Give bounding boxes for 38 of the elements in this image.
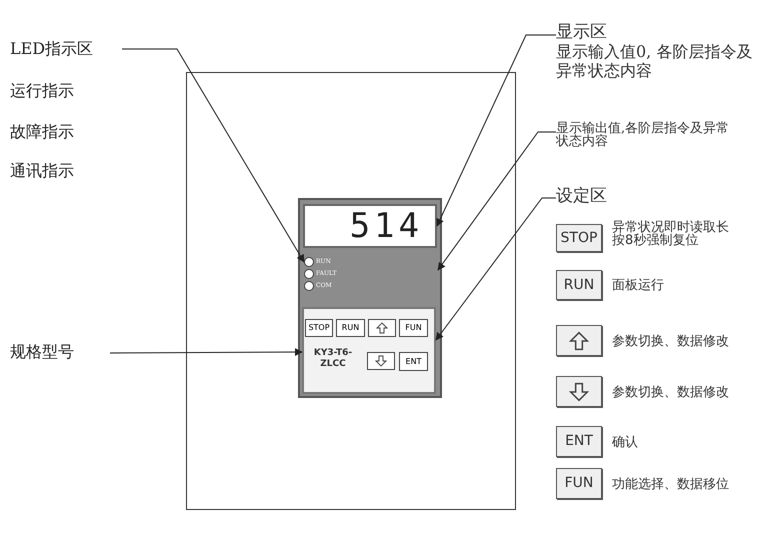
key: [368, 319, 396, 337]
display-digits: 514: [350, 209, 423, 243]
indicator-caption: 通讯指示: [10, 160, 74, 182]
leader-arrow: [436, 198, 556, 341]
enclosure-outline: [186, 72, 516, 510]
model-number: KY3-T6- ZLCC: [306, 344, 360, 374]
leader-arrow: [438, 132, 556, 271]
control-panel: [298, 198, 442, 398]
key: RUN: [556, 270, 602, 300]
section-heading: 显示区: [556, 22, 608, 42]
indicator-caption: 运行指示: [10, 80, 74, 102]
key: STOP: [305, 319, 333, 337]
key-description: 面板运行: [612, 277, 664, 295]
keypad-area: [302, 307, 436, 394]
key: ENT: [556, 426, 602, 457]
indicator-caption: 故障指示: [10, 121, 74, 143]
key: [367, 352, 395, 370]
section-heading: 设定区: [556, 186, 608, 206]
section-description: 显示输入值0, 各阶层指令及异常状态内容: [556, 42, 754, 80]
key: [556, 325, 602, 356]
callout-label: 显示输出值,各阶层指令及异常状态内容: [556, 122, 736, 162]
key-description: 功能选择、数据移位: [612, 476, 729, 494]
key: RUN: [336, 319, 365, 337]
key: [556, 376, 602, 407]
key: ENT: [399, 352, 428, 371]
key-description: 异常状况即时读取长按8秒强制复位: [612, 221, 730, 247]
leader-arrow: [122, 48, 304, 263]
key-description: 参数切换、数据修改: [612, 332, 729, 350]
key: FUN: [556, 468, 602, 499]
key: FUN: [399, 319, 428, 337]
digital-display: [303, 204, 437, 248]
key-description: 确认: [612, 434, 638, 452]
callout-label: 规格型号: [10, 340, 110, 366]
key-description: 参数切换、数据修改: [612, 384, 729, 402]
key: STOP: [556, 224, 602, 252]
callout-label: LED指示区: [10, 37, 122, 61]
leader-arrow: [436, 34, 556, 227]
leader-arrow: [110, 348, 303, 356]
